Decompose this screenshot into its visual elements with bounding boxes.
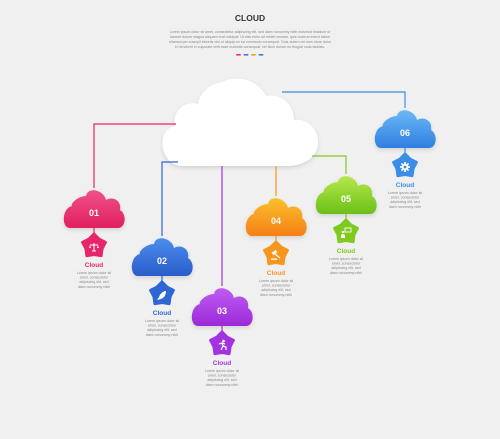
description-line: laoreet dolore magna aliquam erat volutp… xyxy=(170,35,330,39)
step-description-line: Lorem ipsum dolor sit xyxy=(259,279,293,283)
step-description-line: adipiscing elit, sed xyxy=(207,378,236,382)
gear-icon xyxy=(400,162,410,172)
step-description-line: Lorem ipsum dolor sit xyxy=(205,369,239,373)
connector-line-05 xyxy=(312,155,347,174)
step-cloud xyxy=(315,176,377,214)
connector-line-01 xyxy=(93,123,176,188)
step-description-line: diam nonummy nibh xyxy=(78,285,110,289)
step-label: Cloud xyxy=(396,182,414,189)
step-description-line: diam nonummy nibh xyxy=(260,293,292,297)
step-description-line: adipiscing elit, sed xyxy=(390,200,419,204)
description-line: in hendrerit in vulputate velit esse mol… xyxy=(175,45,325,49)
step-cloud xyxy=(191,288,253,326)
step-label: Cloud xyxy=(153,310,171,317)
step-description-line: adipiscing elit, sed xyxy=(331,266,360,270)
step-label: Cloud xyxy=(337,248,355,255)
color-dashes xyxy=(236,54,264,56)
step-description-line: amet, consectetur xyxy=(332,262,361,266)
step-label: Cloud xyxy=(85,262,103,269)
step-description-line: diam nonummy nibh xyxy=(146,333,178,337)
connector-lines xyxy=(93,91,406,286)
gavel-icon xyxy=(271,249,281,260)
balance-scale-icon xyxy=(89,243,99,252)
step-description-line: adipiscing elit, sed xyxy=(147,328,176,332)
step-description-line: diam nonummy nibh xyxy=(330,271,362,275)
step-number: 02 xyxy=(157,256,167,266)
step-description-line: amet, consectetur xyxy=(208,374,237,378)
connector-line-06 xyxy=(282,91,406,108)
step-description-line: amet, consectetur xyxy=(262,284,291,288)
step-number: 01 xyxy=(89,208,99,218)
runner-icon xyxy=(218,339,227,351)
step-label: Cloud xyxy=(267,270,285,277)
step-number: 04 xyxy=(271,216,281,226)
step-description-line: amet, consectetur xyxy=(80,276,109,280)
connector-line-02 xyxy=(161,161,178,236)
step-number: 05 xyxy=(341,194,351,204)
step-cloud xyxy=(131,238,193,276)
color-dash xyxy=(251,54,256,56)
step-description-line: Lorem ipsum dolor sit xyxy=(77,271,111,275)
header-description: Lorem ipsum dolor sit amet, consectetur … xyxy=(169,30,332,49)
step-description-line: amet, consectetur xyxy=(391,196,420,200)
description-line: Lorem ipsum dolor sit amet, consectetur … xyxy=(170,30,331,34)
step-description-line: Lorem ipsum dolor sit xyxy=(388,191,422,195)
step-cloud xyxy=(374,110,436,148)
page-title: CLOUD xyxy=(235,13,265,23)
step-number: 06 xyxy=(400,128,410,138)
color-dash xyxy=(258,54,264,56)
step-description-line: adipiscing elit, sed xyxy=(79,280,108,284)
step-star-badge xyxy=(333,218,359,244)
main-cloud xyxy=(162,78,318,166)
step-description-line: diam nonummy nibh xyxy=(206,383,238,387)
step-cloud xyxy=(245,198,307,236)
step-description-line: diam nonummy nibh xyxy=(389,205,421,209)
step-description-line: adipiscing elit, sed xyxy=(261,288,290,292)
color-dash xyxy=(236,54,241,56)
step-description-line: Lorem ipsum dolor sit xyxy=(329,257,363,261)
step-cloud xyxy=(63,190,125,228)
color-dash xyxy=(243,54,249,56)
step-number: 03 xyxy=(217,306,227,316)
step-label: Cloud xyxy=(213,360,231,367)
step-description-line: Lorem ipsum dolor sit xyxy=(145,319,179,323)
rocket-icon xyxy=(157,291,166,300)
description-line: ullamcorper suscipit lobortis nisl ut al… xyxy=(169,40,332,44)
step-description-line: amet, consectetur xyxy=(148,324,177,328)
presenter-icon xyxy=(341,227,352,238)
